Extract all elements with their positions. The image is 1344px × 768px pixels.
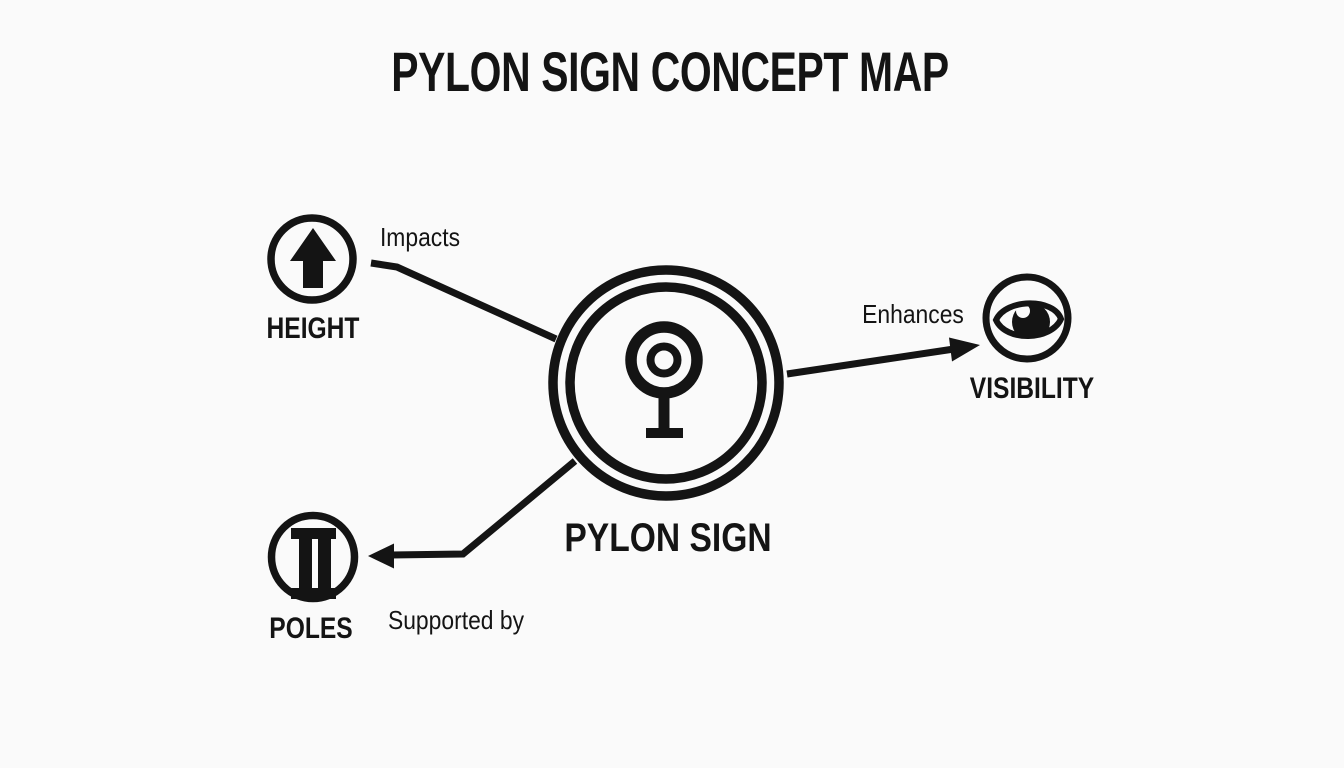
edge-label-enhances: Enhances [862, 299, 964, 329]
node-label-pylon-sign: PYLON SIGN [564, 516, 772, 560]
node-label-height: HEIGHT [266, 312, 360, 345]
pylon-node-inner-ring [565, 282, 767, 484]
impacts-line [370, 259, 558, 343]
up-arrow-icon [290, 228, 336, 288]
visibility-node-circle [982, 273, 1072, 363]
node-label-visibility: VISIBILITY [969, 372, 1095, 405]
enhances-arrow [786, 337, 980, 378]
poles-node [267, 511, 359, 603]
page-title: PYLON SIGN CONCEPT MAP [391, 40, 949, 103]
visibility-node [982, 273, 1072, 363]
pylon-sign-node [548, 265, 784, 501]
poles-node-circle [267, 511, 359, 603]
supported-by-arrow [368, 458, 578, 569]
pylon-node-outer-ring [548, 265, 784, 501]
eye-icon [992, 300, 1065, 339]
pylon-sign-icon [625, 321, 703, 438]
column-icon [291, 528, 336, 599]
node-label-poles: POLES [269, 612, 353, 645]
edge-label-impacts: Impacts [379, 222, 461, 252]
height-node-circle [267, 214, 357, 304]
height-node [267, 214, 357, 304]
edge-label-supported-by: Supported by [387, 605, 525, 635]
